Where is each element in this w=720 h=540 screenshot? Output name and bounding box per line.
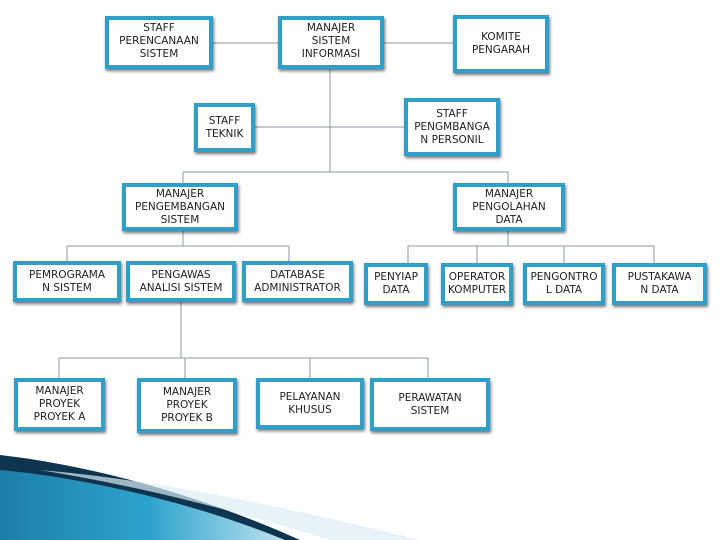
manajer-proyek-a-box: MANAJER PROYEK PROYEK A [14,378,105,431]
pengontrol-data-label: PENGONTRO L DATA [530,271,598,296]
manajer-proyek-a-label: MANAJER PROYEK PROYEK A [33,385,86,423]
staff-teknik-box: STAFF TEKNIK [194,103,255,152]
manajer-proyek-b-label: MANAJER PROYEK PROYEK B [161,386,213,424]
pemrograman-sistem-label: PEMROGRAMA N SISTEM [28,268,106,294]
penyiap-data-label: PENYIAP DATA [374,271,418,296]
komite-pengarah-box: KOMITE PENGARAH [453,15,549,73]
manajer-pengolahan-data-label: MANAJER PENGOLAHAN DATA [472,187,546,226]
database-administrator-box: DATABASE ADMINISTRATOR [242,261,353,302]
manajer-sistem-informasi-box: MANAJER SISTEM INFORMASI [278,16,384,69]
pustakawan-data-label: PUSTAKAWA N DATA [627,271,692,296]
staff-pengembangan-personil-box: STAFF PENGMBANGA N PERSONIL [404,98,500,156]
perawatan-sistem-box: PERAWATAN SISTEM [370,378,490,431]
pustakawan-data-box: PUSTAKAWA N DATA [612,263,707,305]
pengawas-analisi-sistem-label: PENGAWAS ANALISI SISTEM [139,268,223,294]
staff-pengembangan-personil-label: STAFF PENGMBANGA N PERSONIL [414,107,490,146]
pemrograman-sistem-box: PEMROGRAMA N SISTEM [13,261,121,302]
manajer-sistem-informasi-label: MANAJER SISTEM INFORMASI [301,22,361,60]
perawatan-sistem-label: PERAWATAN SISTEM [398,391,462,417]
komite-pengarah-label: KOMITE PENGARAH [471,31,531,56]
penyiap-data-box: PENYIAP DATA [364,263,428,305]
manajer-pengembangan-sistem-label: MANAJER PENGEMBANGAN SISTEM [134,187,226,226]
database-administrator-label: DATABASE ADMINISTRATOR [254,268,341,294]
manajer-pengembangan-sistem-box: MANAJER PENGEMBANGAN SISTEM [122,183,238,231]
staff-perencanaan-sistem-label: STAFF PERENCANAAN SISTEM [119,22,199,60]
operator-komputer-box: OPERATOR KOMPUTER [441,263,513,305]
pelayanan-khusus-label: PELAYANAN KHUSUS [279,390,341,416]
manajer-proyek-b-box: MANAJER PROYEK PROYEK B [137,378,237,433]
pengontrol-data-box: PENGONTRO L DATA [523,263,605,305]
pelayanan-khusus-box: PELAYANAN KHUSUS [256,378,364,429]
manajer-pengolahan-data-box: MANAJER PENGOLAHAN DATA [453,183,565,231]
staff-teknik-label: STAFF TEKNIK [205,114,244,140]
operator-komputer-label: OPERATOR KOMPUTER [448,271,506,296]
pengawas-analisi-sistem-box: PENGAWAS ANALISI SISTEM [126,261,236,302]
staff-perencanaan-sistem-box: STAFF PERENCANAAN SISTEM [105,16,213,69]
